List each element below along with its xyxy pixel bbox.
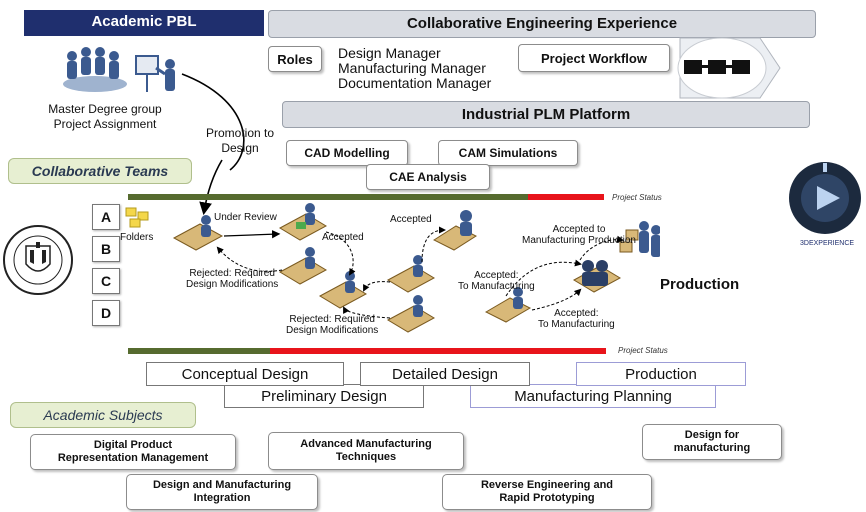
production-heading: Production [660,276,740,293]
cam-simulations-box: CAM Simulations [438,140,578,166]
subject-dfm-line2: manufacturing [673,442,751,454]
label-rejected-1: Rejected: Required Design Modifications [186,268,278,290]
role-manufacturing-manager: Manufacturing Manager [338,60,486,76]
to-prod-line2: Manufacturing Production [522,235,636,246]
subject-rerp: Reverse Engineering and Rapid Prototypin… [442,474,652,510]
cad-modelling-box: CAD Modelling [286,140,408,166]
status-label-top: Project Status [612,193,662,202]
rejected-2-line2: Design Modifications [286,325,379,336]
master-group-label: Master Degree group Project Assignment [30,102,180,132]
subject-dmi-line2: Integration [193,492,251,504]
promotion-arrow [181,73,245,216]
subject-rerp-line2: Rapid Prototyping [499,492,595,504]
status-bar-bottom-green [128,348,270,354]
phase-conceptual-design: Conceptual Design [146,362,344,386]
phase-preliminary-design: Preliminary Design [224,384,424,408]
team-a: A [92,204,120,230]
label-under-review: Under Review [214,212,277,223]
label-accepted-1: Accepted [322,232,364,243]
promotion-line2: Design [221,141,259,155]
subject-amt-line1: Advanced Manufacturing [300,438,432,450]
collaborative-teams-label: Collaborative Teams [8,158,192,184]
folders-label: Folders [120,232,154,243]
rejected-2-line1: Rejected: Required [289,314,375,325]
master-group-line1: Master Degree group [48,102,162,116]
rejected-1-line1: Rejected: Required [189,268,275,279]
promotion-line1: Promotion to [205,126,275,140]
workflow-diagram [172,203,660,333]
status-bar-bottom-red [270,348,606,354]
subject-dfm-line1: Design for [684,429,740,441]
people-group-icon [63,47,127,92]
label-to-manufacturing-1: Accepted: To Manufacturing [458,270,535,292]
team-c: C [92,268,120,294]
3dexperience-compass-icon [789,162,861,234]
subject-rerp-line1: Reverse Engineering and [480,479,614,491]
subject-dmi: Design and Manufacturing Integration [126,474,318,510]
status-bar-top-green [128,194,528,200]
label-accepted-2: Accepted [390,214,432,225]
master-group-line2: Project Assignment [53,117,157,131]
presenter-icon [135,55,175,92]
to-mfg-1-line1: Accepted: [474,270,519,281]
promotion-label: Promotion to Design [196,126,284,156]
folders-icon [125,207,149,228]
role-documentation-manager: Documentation Manager [338,75,492,91]
collab-engineering-header: Collaborative Engineering Experience [268,10,816,38]
status-bar-top-red [528,194,604,200]
role-design-manager: Design Manager [338,45,441,61]
phase-production: Production [576,362,746,386]
subject-dprm-line1: Digital Product [93,439,173,451]
label-rejected-2: Rejected: Required Design Modifications [286,314,378,336]
phase-detailed-design: Detailed Design [360,362,530,386]
academic-subjects-label: Academic Subjects [10,402,196,428]
status-label-bottom: Project Status [618,346,668,355]
phase-manufacturing-planning: Manufacturing Planning [470,384,716,408]
to-prod-line1: Accepted to [552,224,606,235]
workflow-arrow-shape [677,37,781,99]
subject-amt-line2: Techniques [335,451,397,463]
3dexperience-caption: 3DEXPERIENCE [800,240,855,247]
project-workflow-box: Project Workflow [518,44,670,72]
roles-list: Design Manager Manufacturing Manager Doc… [338,46,491,91]
subject-dprm: Digital Product Representation Managemen… [30,434,236,470]
team-b: B [92,236,120,262]
label-to-manufacturing-2: Accepted: To Manufacturing [538,308,615,330]
university-seal-icon [3,225,73,295]
subject-dfm: Design for manufacturing [642,424,782,460]
to-mfg-1-line2: To Manufacturing [458,281,535,292]
team-d: D [92,300,120,326]
label-to-production: Accepted to Manufacturing Production [522,224,636,246]
rejected-1-line2: Design Modifications [186,279,279,290]
academic-pbl-header: Academic PBL [24,10,264,36]
plm-platform-bar: Industrial PLM Platform [282,101,810,128]
to-mfg-2-line1: Accepted: [554,308,599,319]
subject-amt: Advanced Manufacturing Techniques [268,432,464,470]
roles-box: Roles [268,46,322,72]
subject-dprm-line2: Representation Management [57,452,209,464]
cae-analysis-box: CAE Analysis [366,164,490,190]
subject-dmi-line1: Design and Manufacturing [152,479,292,491]
to-mfg-2-line2: To Manufacturing [538,319,615,330]
